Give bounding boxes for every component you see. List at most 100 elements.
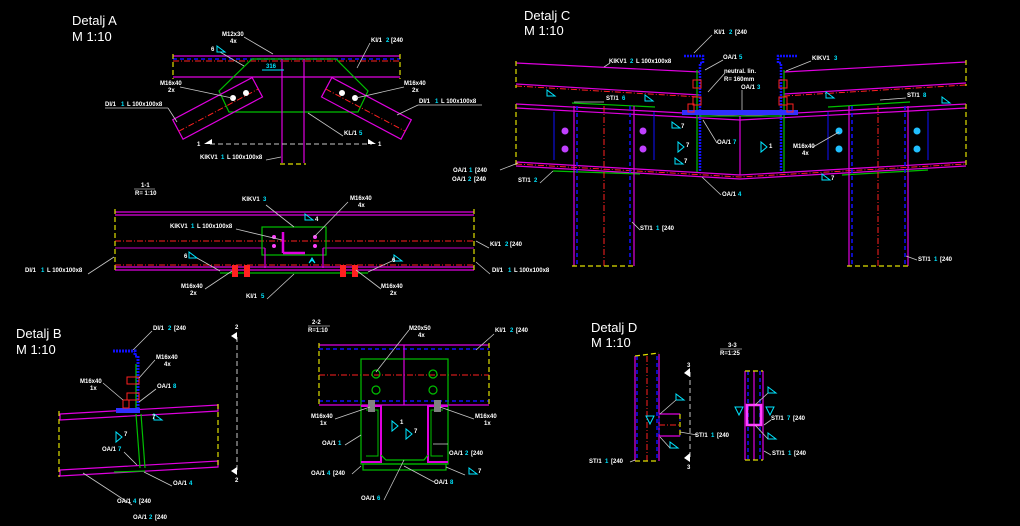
c-label-st1-left-num: 1: [656, 226, 660, 232]
c-label-oa3-num: 3: [757, 85, 761, 91]
c-bolt-head: [687, 103, 695, 113]
s1-weld-around-symbol: [308, 257, 316, 264]
s2-label-kl: KI/1: [495, 328, 507, 334]
b-weld-size: 7: [124, 432, 128, 438]
s1-weld-size-right: 6: [392, 258, 396, 264]
c-leader: [693, 34, 713, 54]
b-leader: [138, 359, 156, 379]
c-label-note-sub: R= 160mm: [724, 77, 754, 83]
c-weld-size: 1: [769, 144, 773, 150]
s1-bolt: [313, 244, 317, 248]
c-label-st1-left: ST/1: [640, 226, 653, 232]
s1-bolt-head: [232, 265, 238, 277]
a-cut-label-left: 1: [197, 142, 201, 148]
s2-bolt-hole: [428, 369, 438, 379]
c-leader: [702, 119, 718, 144]
s1-leader: [313, 201, 349, 238]
s1-label-dij-left-num: 1: [41, 268, 45, 274]
c-leader: [707, 72, 726, 93]
b-label-oa2-num: 2: [149, 515, 153, 521]
a-label-plate: KL/1: [344, 131, 358, 137]
c-bolt: [913, 127, 921, 135]
s1-leader: [266, 273, 295, 300]
s3-weld-symbol: [767, 386, 778, 394]
s2-channel-left-inner: [366, 409, 379, 457]
b-label-oa8-num: 8: [173, 384, 177, 390]
s3-weld-all-around: [734, 406, 744, 417]
detail-c-title: Detalj C: [524, 8, 570, 23]
a-dimension-value: 316: [266, 64, 277, 70]
c-bolt-head: [786, 103, 794, 113]
s1-label-kkv1-profile: L 100x100x8: [197, 224, 233, 230]
s2-bottom-connection: [380, 454, 429, 461]
c-stiffener-plate-left: [571, 102, 656, 108]
d-cut-label-top: 3: [687, 363, 691, 369]
section-2-2-scale: R=1:10: [308, 328, 329, 334]
detail-b-scale: M 1:10: [16, 342, 56, 357]
a-label-bolt-left: M16x40: [160, 81, 182, 87]
b-label-oa8: OA/1: [157, 384, 172, 390]
d-leader: [659, 436, 671, 449]
s2-bolt-hole: [371, 369, 381, 379]
a-gusset-plate: [218, 58, 369, 113]
c-weld-size: 7: [831, 176, 835, 182]
s1-leader: [475, 240, 490, 249]
s3-leader: [754, 424, 769, 440]
s2-label-oa8: OA/1: [434, 480, 449, 486]
a-leader: [179, 86, 233, 99]
s1-weld-symbol: [304, 213, 315, 221]
c-label-st8: ST/1: [907, 93, 920, 99]
c-label-rafter-right: KIKV1: [812, 56, 830, 62]
section-3-3-scale: R=1:25: [720, 351, 741, 357]
b-label-bolt2-qty: 1x: [90, 386, 97, 392]
s1-weld-size-left: 6: [184, 254, 188, 260]
c-bolt-head: [692, 79, 702, 89]
b-cut-arrow-top: [231, 332, 237, 340]
d-label-st1-bracket-num: 1: [711, 433, 715, 439]
s2-label-bolt-left: M16x40: [311, 414, 333, 420]
s2-weld-size: 7: [478, 469, 482, 475]
a-label-diag-left-num: 1: [121, 102, 125, 108]
c-leader: [785, 60, 812, 72]
c-label-oa1-profile: [240: [475, 168, 488, 174]
s3-leader: [754, 392, 769, 406]
c-rafter-right-top: [783, 61, 967, 73]
b-leader: [123, 451, 138, 466]
s2-leader: [475, 333, 495, 351]
s3-weld-all-around: [765, 406, 775, 417]
c-bolt-head: [692, 96, 702, 106]
b-bolt-head: [126, 392, 140, 401]
c-label-oa2-profile: [240: [474, 177, 487, 183]
c-rafter-left-axis: [515, 85, 701, 98]
b-bottom-chord: [59, 460, 219, 477]
d-weld-symbol: [675, 393, 686, 401]
d-label-st1-column: ST/1: [589, 459, 602, 465]
detail-d-title: Detalj D: [591, 320, 637, 335]
a-diag-right-axis: [325, 88, 406, 132]
a-cut-arrow-left: [204, 139, 212, 144]
s2-label-kl-num: 2: [510, 328, 514, 334]
s1-label-dij-right: DI/1: [492, 268, 504, 274]
detail-a-title: Detalj A: [72, 13, 117, 28]
b-weld-size: 7: [152, 415, 156, 421]
c-leader: [905, 255, 918, 261]
c-bolt: [913, 145, 921, 153]
a-diagonal-left: [171, 76, 264, 141]
a-label-post: KIKV1: [200, 155, 218, 161]
s2-leader: [445, 466, 466, 476]
s3-weld-symbol: [767, 432, 778, 440]
c-girder-bottom: [515, 161, 967, 176]
s1-weld-symbol-right: [393, 254, 404, 262]
c-label-oa1: OA/1: [453, 168, 468, 174]
d-weld-all-around: [645, 415, 655, 426]
c-bolt: [639, 127, 647, 135]
c-label-rafter-left: KIKV1: [609, 59, 627, 65]
d-leader: [679, 431, 698, 436]
detail-c-scale: M 1:10: [524, 23, 564, 38]
c-label-rafter-left-profile: L 100x100x8: [636, 59, 672, 65]
b-web-plate: [135, 413, 141, 469]
c-rafter-left-bottom: [515, 83, 701, 96]
c-label-oa5-num: 5: [739, 55, 743, 61]
c-channel-right: [776, 54, 797, 172]
b-label-channel-num: 2: [168, 326, 172, 332]
